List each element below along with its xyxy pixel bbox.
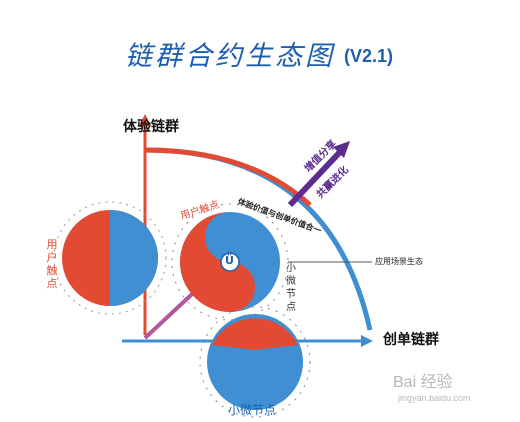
x-axis-arrowhead (361, 335, 373, 347)
center-right-label: 小微节点 (286, 263, 296, 313)
center-badge-bg (220, 252, 240, 272)
diagram-version: (V2.1) (344, 46, 394, 66)
bottom-label: 小微节点 (228, 403, 277, 417)
outer-arc-red-part (144, 147, 312, 207)
center-circle-red-swirl (180, 212, 255, 312)
left-circle-blue-half (110, 210, 158, 306)
y-axis-label: 体验链群 (123, 119, 179, 135)
bottom-circle-dotted-ring (199, 306, 311, 418)
left-circle-dotted-ring (53, 201, 167, 315)
center-badge-icon: Ü (225, 254, 234, 267)
bottom-circle-red-top (212, 318, 298, 350)
y-axis-arrowhead (139, 114, 151, 126)
watermark-url: jingyan.baidu.com (398, 393, 471, 403)
value-arrowhead (333, 141, 350, 158)
left-circle-label: 用户触点 (46, 238, 58, 290)
diagram-title: 链群合约生态图 (125, 41, 335, 72)
value-arrow (287, 149, 343, 208)
watermark-logo: Bai 经验 (393, 374, 453, 391)
ecosystem-label: 应用场景生态 (375, 257, 423, 266)
x-axis-label: 创单链群 (383, 332, 439, 348)
